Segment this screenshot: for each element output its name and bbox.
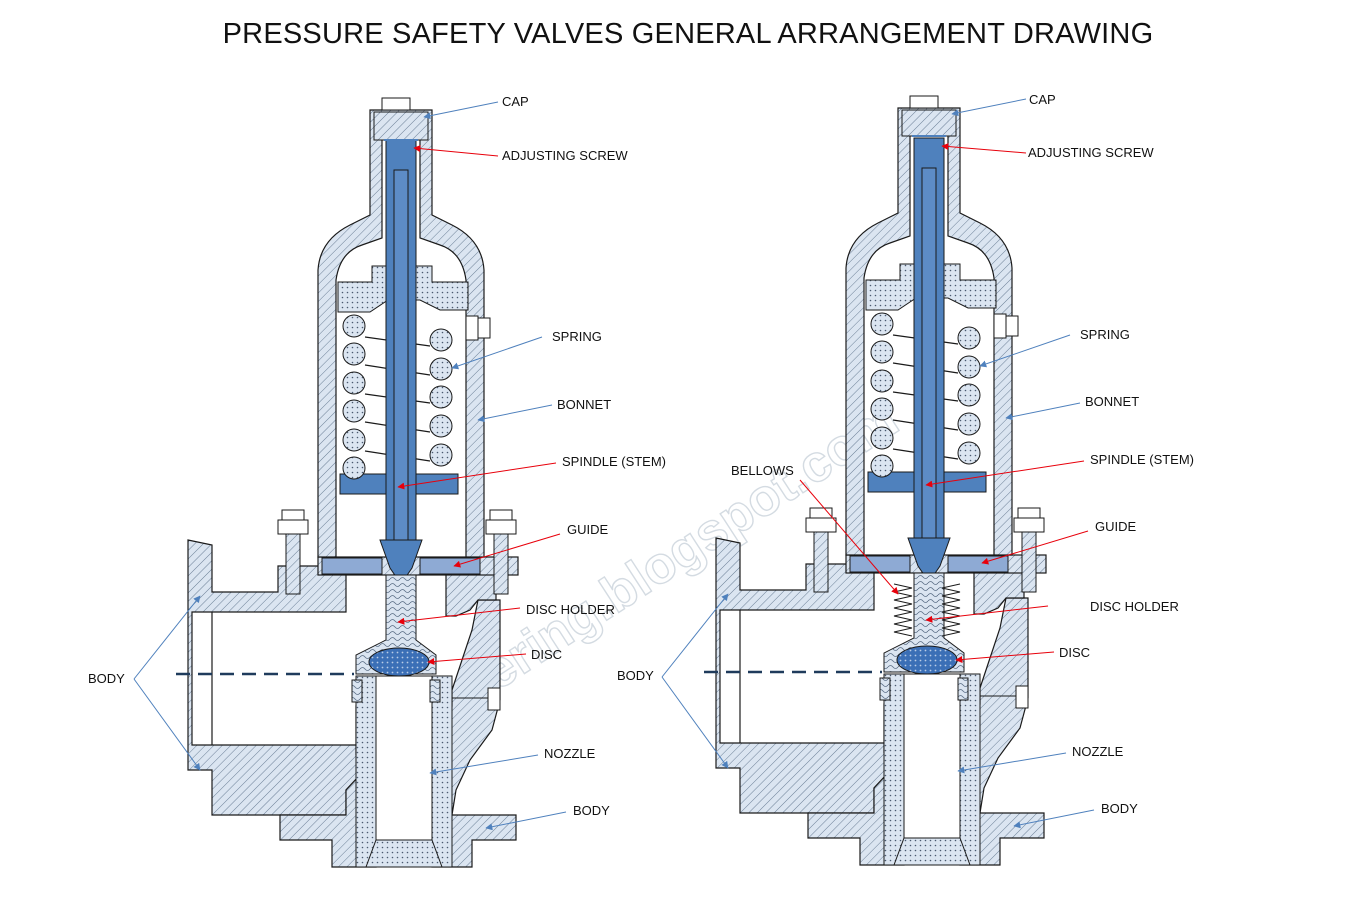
label-spring-left: SPRING bbox=[552, 329, 602, 344]
label-guide-right: GUIDE bbox=[1095, 519, 1137, 534]
left-valve: CAP ADJUSTING SCREW SPRING BONNET SPINDL… bbox=[88, 94, 666, 869]
label-bonnet-left: BONNET bbox=[557, 397, 611, 412]
label-guide-left: GUIDE bbox=[567, 522, 609, 537]
label-bonnet-right: BONNET bbox=[1085, 394, 1139, 409]
left-valve-graphic bbox=[174, 96, 520, 869]
label-cap-left: CAP bbox=[502, 94, 529, 109]
label-body-right-bottom: BODY bbox=[1101, 801, 1138, 816]
label-adjusting-screw-left: ADJUSTING SCREW bbox=[502, 148, 628, 163]
label-bellows-right: BELLOWS bbox=[731, 463, 794, 478]
label-adjusting-screw-right: ADJUSTING SCREW bbox=[1028, 145, 1154, 160]
label-spindle-right: SPINDLE (STEM) bbox=[1090, 452, 1194, 467]
label-body-right-side: BODY bbox=[617, 668, 654, 683]
label-spindle-left: SPINDLE (STEM) bbox=[562, 454, 666, 469]
diagram-title: PRESSURE SAFETY VALVES GENERAL ARRANGEME… bbox=[222, 18, 1154, 50]
label-cap-right: CAP bbox=[1029, 92, 1056, 107]
label-nozzle-left: NOZZLE bbox=[544, 746, 596, 761]
label-disc-right: DISC bbox=[1059, 645, 1090, 660]
label-disc-left: DISC bbox=[531, 647, 562, 662]
label-disc-holder-left: DISC HOLDER bbox=[526, 602, 615, 617]
right-valve: CAP ADJUSTING SCREW SPRING BONNET BELLOW… bbox=[617, 92, 1194, 867]
label-spring-right: SPRING bbox=[1080, 327, 1130, 342]
label-nozzle-right: NOZZLE bbox=[1072, 744, 1124, 759]
label-disc-holder-right: DISC HOLDER bbox=[1090, 599, 1179, 614]
label-body-left-bottom: BODY bbox=[573, 803, 610, 818]
label-body-left-side: BODY bbox=[88, 671, 125, 686]
